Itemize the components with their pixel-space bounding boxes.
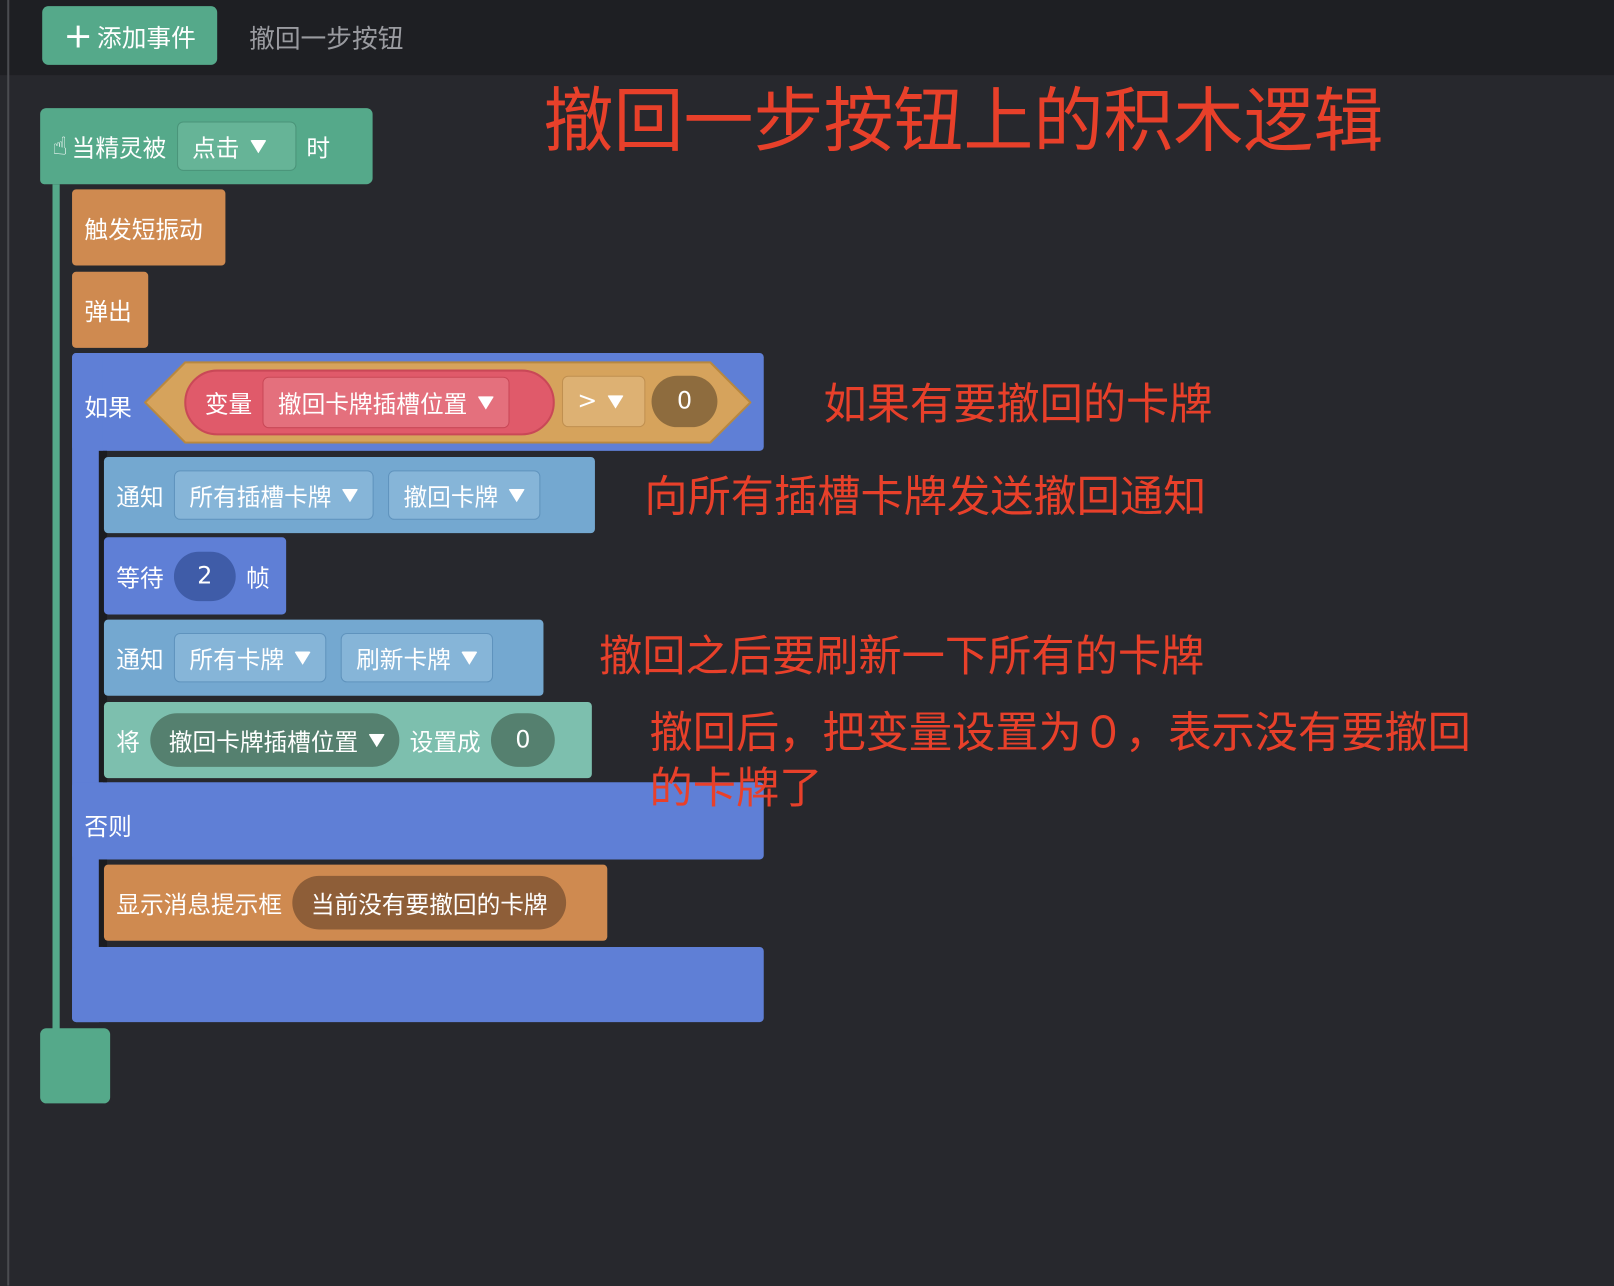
dropdown-arrow-icon <box>461 651 478 665</box>
notify-message: 刷新卡牌 <box>356 647 451 675</box>
toast-label: 显示消息提示框 <box>116 892 283 920</box>
variable-reporter[interactable]: 变量 撤回卡牌插槽位置 <box>184 369 555 436</box>
event-stack-end-cap <box>40 1028 111 1104</box>
wait-value: 2 <box>197 562 213 590</box>
dropdown-arrow-icon <box>607 394 625 409</box>
event-hat-block[interactable]: ☝ 当精灵被 点击 时 <box>40 108 373 185</box>
notify-message-dropdown[interactable]: 撤回卡牌 <box>388 470 541 520</box>
if-footer <box>72 946 764 1023</box>
dropdown-arrow-icon <box>508 488 525 502</box>
add-event-button[interactable]: + 添加事件 <box>42 6 218 65</box>
notify-block-2[interactable]: 通知 所有卡牌 刷新卡牌 <box>103 619 544 696</box>
annotation-reset-line1: 撤回后，把变量设置为０，表示没有要撤回 <box>649 707 1471 758</box>
annotation-title: 撤回一步按钮上的积木逻辑 <box>543 81 1384 163</box>
wait-block[interactable]: 等待 2 帧 <box>103 537 287 615</box>
operator-dropdown[interactable]: > <box>561 375 646 428</box>
notify-target: 所有插槽卡牌 <box>189 484 332 512</box>
notify-label: 通知 <box>116 647 164 675</box>
set-value-input[interactable]: 0 <box>490 713 555 767</box>
variable-label: 变量 <box>204 392 253 419</box>
notify-label: 通知 <box>116 484 164 512</box>
set-variable-dropdown[interactable]: 撤回卡牌插槽位置 <box>150 713 400 767</box>
add-event-label: 添加事件 <box>97 23 196 53</box>
wait-value-input[interactable]: 2 <box>173 551 236 601</box>
notify-target-dropdown[interactable]: 所有插槽卡牌 <box>173 470 374 520</box>
panel-divider <box>7 0 10 1286</box>
hand-pointer-icon: ☝ <box>52 131 68 161</box>
set-value: 0 <box>515 726 531 754</box>
plus-icon: + <box>63 14 93 57</box>
if-slot-shadow <box>98 450 108 783</box>
dropdown-arrow-icon <box>477 395 495 410</box>
set-variable-block[interactable]: 将 撤回卡牌插槽位置 设置成 0 <box>103 701 592 779</box>
annotation-refresh: 撤回之后要刷新一下所有的卡牌 <box>599 630 1205 682</box>
toast-text: 当前没有要撤回的卡牌 <box>310 892 548 920</box>
dropdown-arrow-icon <box>368 733 385 747</box>
show-toast-block[interactable]: 显示消息提示框 当前没有要撤回的卡牌 <box>103 864 608 941</box>
if-label: 如果 <box>84 395 132 423</box>
hat-suffix: 时 <box>306 135 331 163</box>
notify-block-1[interactable]: 通知 所有插槽卡牌 撤回卡牌 <box>103 457 595 534</box>
wait-unit: 帧 <box>246 565 270 593</box>
event-dropdown[interactable]: 点击 <box>176 121 297 171</box>
set-variable-name: 撤回卡牌插槽位置 <box>168 729 359 757</box>
notify-message: 撤回卡牌 <box>403 484 499 512</box>
dropdown-arrow-icon <box>294 651 311 665</box>
vibrate-block[interactable]: 触发短振动 <box>72 189 226 266</box>
variable-name: 撤回卡牌插槽位置 <box>277 392 468 419</box>
wait-label: 等待 <box>116 565 164 593</box>
tab-undo-button[interactable]: 撤回一步按钮 <box>249 23 404 54</box>
if-arm <box>72 353 103 1023</box>
variable-dropdown[interactable]: 撤回卡牌插槽位置 <box>262 376 510 429</box>
popup-label: 弹出 <box>84 299 132 327</box>
hat-prefix: 当精灵被 <box>71 135 167 163</box>
else-slot-shadow <box>98 859 108 947</box>
notify-target-dropdown[interactable]: 所有卡牌 <box>173 633 327 683</box>
popup-block[interactable]: 弹出 <box>72 271 149 348</box>
top-toolbar <box>0 0 1614 76</box>
set-label: 将 <box>116 729 140 757</box>
dropdown-arrow-icon <box>341 488 359 502</box>
annotation-notify: 向所有插槽卡牌发送撤回通知 <box>644 471 1207 522</box>
notify-message-dropdown[interactable]: 刷新卡牌 <box>340 633 494 683</box>
else-label: 否则 <box>84 814 132 841</box>
else-bar <box>72 782 764 860</box>
set-to-label: 设置成 <box>409 729 481 757</box>
if-else-block[interactable]: 如果 否则 变量 撤回卡牌插槽位置 > 0 <box>72 353 764 1023</box>
event-stack-stem <box>52 184 60 1031</box>
event-dropdown-value: 点击 <box>192 135 240 163</box>
toast-text-input[interactable]: 当前没有要撤回的卡牌 <box>292 875 567 930</box>
compare-value-input[interactable]: 0 <box>651 375 718 428</box>
annotation-reset-line2: 的卡牌了 <box>649 762 823 814</box>
operator-value: > <box>577 388 598 415</box>
compare-value: 0 <box>676 388 693 415</box>
notify-target: 所有卡牌 <box>189 647 285 675</box>
vibrate-label: 触发短振动 <box>84 217 203 244</box>
annotation-if: 如果有要撤回的卡牌 <box>823 378 1213 430</box>
dropdown-arrow-icon <box>249 139 267 153</box>
